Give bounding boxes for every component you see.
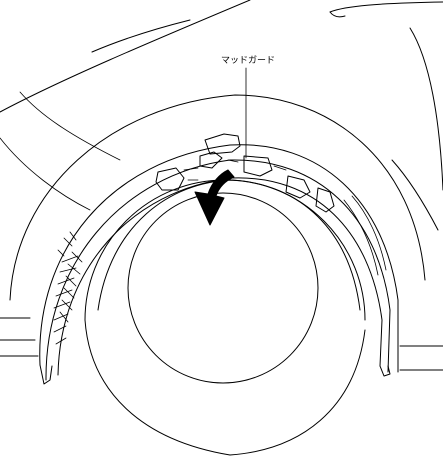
mudguard-right-flap <box>379 365 391 377</box>
body-line-rear <box>329 1 443 13</box>
clip-5 <box>285 175 311 199</box>
clip-1 <box>155 167 185 191</box>
body-line-upper-2 <box>91 19 191 53</box>
tire-outer-lower <box>84 319 366 456</box>
curved-arrow-down-icon <box>194 169 235 226</box>
mudguard-outer-edge <box>39 144 399 373</box>
clip-3 <box>199 151 223 169</box>
body-line-upper <box>0 0 251 113</box>
mudguard-ribs-left <box>53 251 83 345</box>
body-edge-right-2 <box>391 159 439 231</box>
vehicle-body <box>0 0 443 371</box>
mudguard <box>39 133 399 385</box>
tire-outer-arc <box>84 179 366 321</box>
mudguard-inner-edge <box>57 177 383 376</box>
tire <box>84 179 366 456</box>
mudguard-clips <box>155 133 335 213</box>
mudguard-callout: マッドガード <box>221 55 275 159</box>
body-edge-right <box>409 27 443 191</box>
mudguard-left-flap <box>39 364 53 385</box>
clip-6 <box>315 187 335 213</box>
wheel-rim <box>127 192 319 384</box>
mudguard-label: マッドガード <box>221 55 275 66</box>
clip-4 <box>243 155 273 177</box>
tire-tread-line <box>97 179 361 311</box>
clip-detail <box>183 159 287 181</box>
arrow-shape <box>194 169 235 226</box>
fender-crease-2 <box>0 137 91 211</box>
fender-crease-1 <box>19 91 121 161</box>
mudguard-right-detail <box>343 195 387 276</box>
mudguard-left-stripes <box>57 231 77 257</box>
clip-2 <box>204 133 241 155</box>
body-line-rear-2 <box>329 11 346 18</box>
fender-arch <box>9 94 426 301</box>
